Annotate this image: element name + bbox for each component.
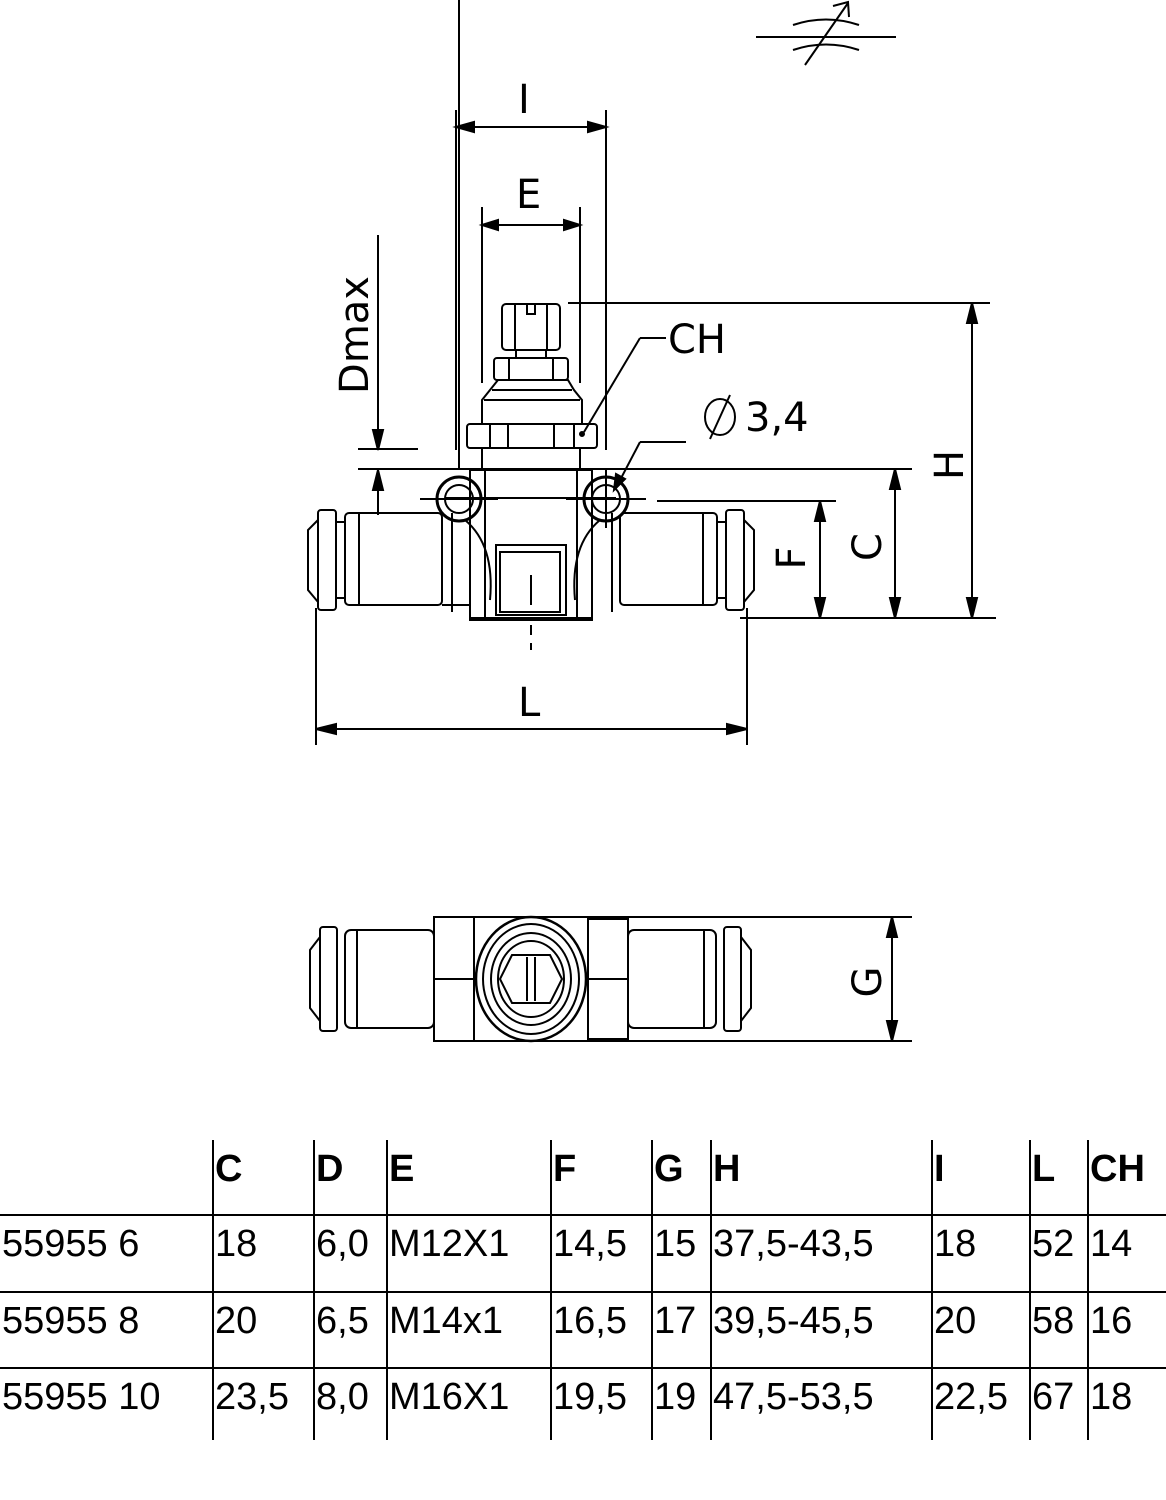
cell-D: 6,0 [316, 1223, 369, 1265]
technical-drawing [307, 0, 996, 1043]
header-E: E [389, 1148, 415, 1190]
label-L: L [518, 680, 541, 726]
col-divider [550, 1140, 552, 1440]
dimension-E [478, 207, 584, 383]
cell-D: 8,0 [316, 1376, 369, 1418]
label-hole-diameter: 3,4 [745, 395, 809, 441]
cell-F: 19,5 [553, 1376, 627, 1418]
col-divider [386, 1140, 388, 1440]
dimension-L [315, 608, 748, 745]
leader-CH [579, 337, 666, 437]
cell-code: 55955 8 [2, 1300, 140, 1342]
col-divider [212, 1140, 214, 1440]
fitting-front-view [307, 0, 755, 650]
col-divider [710, 1140, 712, 1440]
label-I: I [518, 77, 530, 123]
dimension-I [452, 110, 610, 450]
col-divider [313, 1140, 315, 1440]
row-divider [0, 1291, 1166, 1293]
cell-E: M14x1 [389, 1300, 504, 1342]
label-E: E [516, 172, 542, 218]
col-divider [931, 1140, 933, 1440]
adjustable-flow-restrictor-symbol-icon [756, 0, 896, 66]
cell-G: 15 [654, 1223, 697, 1265]
header-D: D [316, 1148, 344, 1190]
cell-I: 20 [934, 1300, 977, 1342]
cell-L: 58 [1032, 1300, 1075, 1342]
cell-L: 67 [1032, 1376, 1075, 1418]
label-Dmax: Dmax [332, 276, 378, 394]
cell-G: 19 [654, 1376, 697, 1418]
header-CH: CH [1090, 1148, 1145, 1190]
header-C: C [215, 1148, 243, 1190]
col-divider [1087, 1140, 1089, 1440]
cell-L: 52 [1032, 1223, 1075, 1265]
cell-H: 37,5-43,5 [713, 1223, 874, 1265]
cell-C: 18 [215, 1223, 258, 1265]
cell-I: 18 [934, 1223, 977, 1265]
cell-F: 14,5 [553, 1223, 627, 1265]
header-I: I [934, 1148, 945, 1190]
label-CH: CH [668, 317, 727, 363]
label-F: F [769, 546, 815, 570]
leader-hole [612, 441, 686, 493]
fitting-top-view [309, 915, 912, 1043]
label-G: G [845, 966, 891, 998]
cell-code: 55955 10 [2, 1376, 161, 1418]
cell-G: 17 [654, 1300, 697, 1342]
cell-E: M16X1 [389, 1376, 510, 1418]
row-divider [0, 1367, 1166, 1369]
dimension-F [657, 500, 836, 619]
row-divider [0, 1214, 1166, 1216]
diameter-icon [704, 394, 736, 440]
dimension-H [568, 302, 996, 619]
header-G: G [654, 1148, 684, 1190]
cell-H: 47,5-53,5 [713, 1376, 874, 1418]
cell-H: 39,5-45,5 [713, 1300, 874, 1342]
label-H: H [927, 449, 973, 481]
dimension-C [600, 468, 912, 619]
cell-I: 22,5 [934, 1376, 1008, 1418]
cell-CH: 18 [1090, 1376, 1133, 1418]
cell-code: 55955 6 [2, 1223, 140, 1265]
header-F: F [553, 1148, 577, 1190]
col-divider [1029, 1140, 1031, 1440]
cell-E: M12X1 [389, 1223, 510, 1265]
dimension-Dmax [358, 235, 760, 515]
header-L: L [1032, 1148, 1056, 1190]
col-divider [651, 1140, 653, 1440]
cell-C: 23,5 [215, 1376, 289, 1418]
cell-CH: 14 [1090, 1223, 1133, 1265]
label-C: C [845, 533, 891, 561]
cell-F: 16,5 [553, 1300, 627, 1342]
cell-CH: 16 [1090, 1300, 1133, 1342]
cell-C: 20 [215, 1300, 258, 1342]
dimensions-table: C D E F G H I L CH 55955 6 18 6,0 M12X1 … [0, 1140, 1166, 1440]
header-H: H [713, 1148, 741, 1190]
cell-D: 6,5 [316, 1300, 369, 1342]
